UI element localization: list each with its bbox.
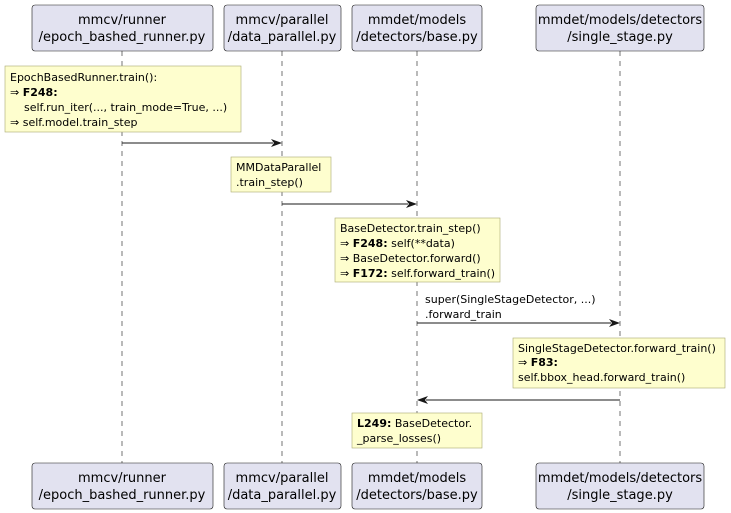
participant-data-parallel-bottom: mmcv/parallel /data_parallel.py [223, 462, 342, 510]
note-base-train-step-line2-text: self(**data) [391, 237, 455, 250]
note-runner-train-line1: EpochBasedRunner.train(): [10, 71, 157, 84]
note-parse-losses-line1-text: BaseDetector. [395, 417, 472, 430]
note-runner-train-line4-text: self.model.train_step [23, 116, 138, 129]
participant-data-parallel-line2: /data_parallel.py [228, 30, 337, 45]
participant-runner-top: mmcv/runner /epoch_bashed_runner.py [31, 4, 214, 52]
message-super-line2: .forward_train [425, 308, 502, 321]
participant-base-detector-line2: /detectors/base.py [356, 30, 478, 45]
participant-data-parallel-bottom-line2: /data_parallel.py [228, 488, 337, 503]
note-single-stage: SingleStageDetector.forward_train() ⇒ F8… [512, 337, 726, 389]
participant-base-detector-top: mmdet/models /detectors/base.py [351, 4, 483, 52]
note-parse-losses-line2: _parse_losses() [356, 432, 441, 445]
note-single-stage-line1: SingleStageDetector.forward_train() [518, 342, 716, 355]
participant-data-parallel-bottom-line1: mmcv/parallel [236, 471, 329, 486]
note-base-train-step-line4-text: self.forward_train() [391, 267, 495, 280]
note-data-parallel-line1: MMDataParallel [236, 161, 321, 174]
note-base-train-step-line2: ⇒ F248: self(**data) [340, 237, 455, 250]
note-base-train-step-line1: BaseDetector.train_step() [340, 222, 481, 235]
implies-arrow: ⇒ [340, 267, 349, 280]
note-runner-train-line3: self.run_iter(..., train_mode=True, ...) [24, 101, 227, 114]
note-runner-train: EpochBasedRunner.train(): ⇒ F248: self.r… [4, 65, 242, 133]
participant-single-stage-line1: mmdet/models/detectors [538, 13, 703, 28]
implies-arrow: ⇒ [10, 116, 19, 129]
message-single-stage-to-base-detector [417, 396, 620, 404]
note-data-parallel-line2: .train_step() [236, 176, 303, 189]
participant-base-detector-bottom-line2: /detectors/base.py [356, 488, 478, 503]
implies-arrow: ⇒ [518, 356, 527, 369]
participant-base-detector-line1: mmdet/models [368, 13, 467, 28]
note-base-train-step-line4-bold: F172: [353, 267, 388, 280]
participant-single-stage-bottom-line1: mmdet/models/detectors [538, 471, 703, 486]
note-parse-losses-line1: L249: BaseDetector. [357, 417, 472, 430]
note-base-train-step-line3: ⇒ BaseDetector.forward() [340, 252, 481, 265]
participant-runner-bottom-line2: /epoch_bashed_runner.py [39, 488, 206, 503]
participant-runner-line2: /epoch_bashed_runner.py [39, 30, 206, 45]
participant-base-detector-bottom-line1: mmdet/models [368, 471, 467, 486]
note-data-parallel: MMDataParallel .train_step() [230, 156, 332, 193]
participant-single-stage-line2: /single_stage.py [567, 30, 673, 45]
note-single-stage-line3: self.bbox_head.forward_train() [518, 371, 685, 384]
implies-arrow: ⇒ [340, 252, 349, 265]
message-super-line1: super(SingleStageDetector, ...) [425, 293, 596, 306]
participant-single-stage-top: mmdet/models/detectors /single_stage.py [535, 4, 705, 52]
note-runner-train-line2-bold: F248: [23, 86, 58, 99]
participant-base-detector-bottom: mmdet/models /detectors/base.py [351, 462, 483, 510]
participant-data-parallel-top: mmcv/parallel /data_parallel.py [223, 4, 342, 52]
note-base-train-step-line2-bold: F248: [353, 237, 388, 250]
participant-single-stage-bottom: mmdet/models/detectors /single_stage.py [535, 462, 705, 510]
message-super-forward-train: super(SingleStageDetector, ...) .forward… [417, 293, 620, 327]
implies-arrow: ⇒ [10, 86, 19, 99]
note-single-stage-line2-bold: F83: [531, 356, 558, 369]
note-base-train-step-line3-text: BaseDetector.forward() [353, 252, 481, 265]
message-runner-to-data-parallel [122, 139, 282, 147]
participant-data-parallel-line1: mmcv/parallel [236, 13, 329, 28]
note-runner-train-line4: ⇒ self.model.train_step [10, 116, 138, 129]
note-runner-train-line2: ⇒ F248: [10, 86, 58, 99]
note-base-train-step: BaseDetector.train_step() ⇒ F248: self(*… [334, 217, 501, 283]
note-single-stage-line2: ⇒ F83: [518, 356, 558, 369]
note-parse-losses-line1-bold: L249: [357, 417, 391, 430]
note-base-train-step-line4: ⇒ F172: self.forward_train() [340, 267, 495, 280]
participant-single-stage-bottom-line2: /single_stage.py [567, 488, 673, 503]
participant-runner-bottom: mmcv/runner /epoch_bashed_runner.py [31, 462, 214, 510]
participant-runner-line1: mmcv/runner [78, 13, 167, 28]
note-parse-losses: L249: BaseDetector. _parse_losses() [351, 412, 483, 449]
implies-arrow: ⇒ [340, 237, 349, 250]
participant-runner-bottom-line1: mmcv/runner [78, 471, 167, 486]
message-data-parallel-to-base-detector [282, 200, 417, 208]
